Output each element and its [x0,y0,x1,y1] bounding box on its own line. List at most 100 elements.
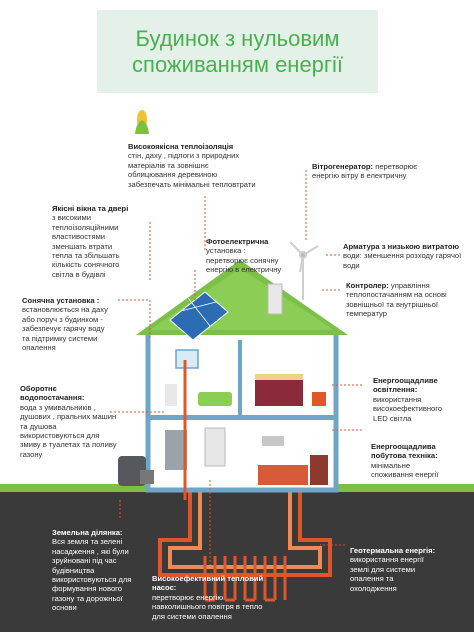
label-insulation: Високоякісна теплоізоляція стін, даху , … [128,142,288,189]
label-pv-title: Фотоелектрична [206,237,269,246]
label-pv-line: енергію в електричну [206,265,282,275]
label-geo-line: землі для системи [350,564,416,574]
label-controller-line: теплопостачанням на основі [346,290,447,300]
geothermal-pipes [158,492,332,602]
label-windows-line: властивостями [52,232,106,242]
window [175,349,199,369]
label-lighting-line: високоефективного [373,404,443,414]
label-controller-line: зовнішньої та внутрішньої [346,299,438,309]
label-geo-line: використання енергії [350,555,424,565]
label-lighting-title-2: освітлення: [373,385,418,395]
label-water-title-2: водопостачання: [20,393,85,403]
label-water-line: змиву в туалетах та поливу [20,440,117,450]
bathtub [198,392,232,406]
label-water-line: вода з умивальників , [20,402,96,412]
label-windows-line: світла в будівлі [52,269,106,279]
label-windows-line: зменшать втрати [52,241,113,251]
label-solar-line: встановлюється на даху [22,305,108,315]
label-wind-title: Вітрогенератор: [312,162,374,171]
label-solar-title: Сонячна установка : [22,296,100,305]
label-insulation-line: матеріалів та зовнішнє [128,160,209,170]
label-wind: Вітрогенератор: перетворює енергію вітру… [312,162,462,181]
label-geo: Геотермальна енергія: використання енерг… [350,546,460,593]
interior-wall [238,340,242,415]
label-fittings: Арматура з низькою витратою води: зменше… [343,242,473,270]
washing-machine [204,427,226,467]
label-solar: Сонячна установка : встановлюється на да… [22,296,142,352]
page-title-line-1: Будинок з нульовим [135,26,340,51]
label-controller-line: управління [390,281,430,290]
label-appliances: Енергоощадлива побутова техніка: мінімал… [371,442,471,480]
label-land-line: газону та дорожньої [52,593,123,603]
label-water: Оборотнє водопостачання: вода з умивальн… [20,384,130,459]
leader-lines [110,170,362,565]
label-lighting-title: Енергоощадливе [373,376,438,385]
label-appliances-title: Енергоощадлива [371,442,436,451]
label-land-line: формування нового [52,584,122,594]
label-heatpump-line: навколишнього повітря в тепло [152,602,263,612]
label-windows-line: тепла та збільшать [52,251,120,261]
label-controller-title: Контролер: [346,281,389,290]
title-banner: Будинок з нульовим споживанням енергії [97,10,378,93]
label-windows-line: з високими [52,213,91,223]
corn-icon [132,108,152,136]
label-pv: Фотоелектрична установка : перетворює со… [206,237,316,275]
label-lighting-line: LED світла [373,413,412,423]
kitchen-cabinet [258,465,308,485]
label-solar-line: та підтримку системи [22,333,98,343]
label-fittings-line: води: зменшення розходу гарячої [343,251,462,261]
shelf [262,436,284,446]
label-wind-line: перетворює [375,162,418,171]
label-geo-line: охолодження [350,583,397,593]
chimney [267,283,283,315]
label-land-line: основи [52,603,77,613]
solar-panel-icon [169,291,229,341]
fridge [310,455,328,485]
heat-pump [118,456,146,486]
label-insulation-title: Високоякісна теплоізоляція [128,142,234,151]
label-insulation-line: стін, даху , підлоги з природних [128,151,240,161]
wind-turbine-icon [289,241,319,300]
label-fittings-title: Арматура з низькою витратою [343,242,459,251]
label-lighting: Енергоощадливе освітлення: використання … [373,376,471,423]
label-heatpump-line: насос: [152,583,177,593]
label-land-line: використовуються для [52,575,132,585]
label-solar-line: опалення [22,343,56,353]
label-pv-line: установка : [206,246,246,256]
label-heatpump-title: Високоефективний тепловий [152,574,264,583]
label-heatpump-line: для системи опалення [152,611,232,621]
label-water-line: душових , пральних машин [20,412,117,422]
label-insulation-line: облицювання деревиною [128,170,218,180]
label-insulation-line: забезпечать мінімальні тепловтрати [128,179,256,189]
label-solar-line: або поруч з будинком - [22,314,103,324]
label-land-title: Земельна ділянка: [52,528,123,537]
label-land-line: будівництва [52,565,95,575]
label-land-line: зруйновані під час [52,556,117,566]
label-appliances-line: мінімальне [371,460,411,470]
label-pv-line: перетворює сонячну [206,255,279,265]
label-water-line: газону [20,449,43,459]
label-solar-line: забезпечує гарячу воду [22,324,105,334]
water-tank [165,430,187,470]
label-heatpump-line: перетворює енергію [152,592,224,602]
label-wind-line: енергію вітру в електричну [312,171,407,181]
label-land-line: насадження , які були [52,546,129,556]
label-land: Земельна ділянка: Вся земля та зелені на… [52,528,144,613]
label-geo-line: опалення та [350,574,394,584]
label-windows-line: кількість сонячного [52,260,120,270]
label-controller: Контролер: управління теплопостачанням н… [346,281,470,319]
label-windows-title: Якісні вікна та двері [52,204,129,213]
nightstand [312,392,326,406]
label-water-line: та душова [20,421,57,431]
label-appliances-title-2: побутова техніка: [371,451,438,461]
label-windows: Якісні вікна та двері з високими теплоіз… [52,204,152,279]
toilet [165,384,177,406]
label-windows-line: теплоізоляційними [52,222,119,232]
label-water-line: використовуються для [20,431,100,441]
label-appliances-line: споживання енергії [371,470,439,480]
label-water-title: Оборотнє [20,384,57,393]
page-title-line-2: споживанням енергії [132,52,343,77]
label-geo-title: Геотермальна енергія: [350,546,436,555]
ground [0,490,474,632]
